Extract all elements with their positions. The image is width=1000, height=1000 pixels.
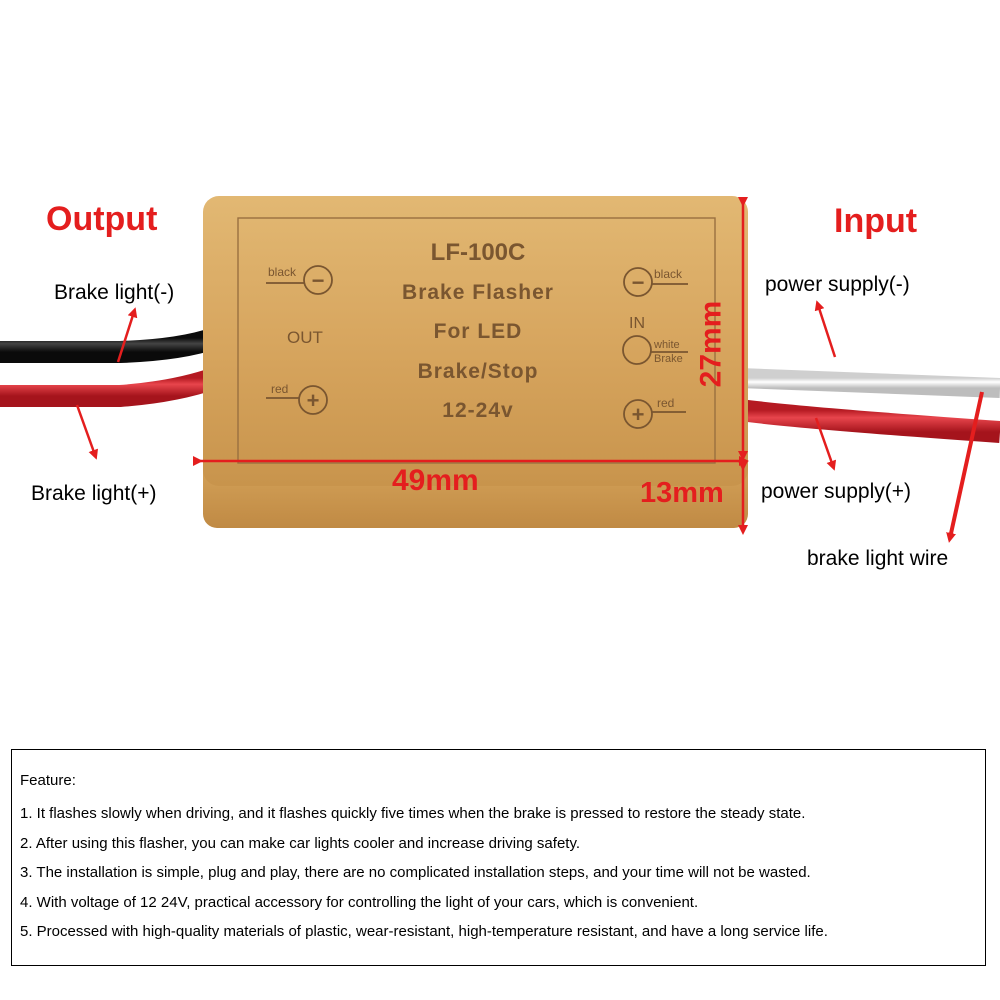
device-line3: Brake/Stop <box>418 360 539 383</box>
red-wire-left <box>0 367 219 407</box>
output-label: Output <box>46 200 158 238</box>
black-right-text: black <box>654 267 683 281</box>
red-wire-right <box>738 399 1000 443</box>
input-label: Input <box>834 202 918 240</box>
brake-light-wire-label: brake light wire <box>807 547 949 570</box>
arrow-power-supply-plus <box>814 417 837 471</box>
feature-item-5: 5. Processed with high-quality materials… <box>20 923 828 940</box>
depth-dimension-text: 13mm <box>640 477 724 509</box>
minus-symbol-right: − <box>632 270 645 295</box>
brake-light-minus-label: Brake light(-) <box>54 281 175 304</box>
device-text: LF-100C Brake Flasher For LED Brake/Stop… <box>268 239 683 427</box>
white-wire-right <box>739 368 1000 398</box>
feature-item-3: 3. The installation is simple, plug and … <box>20 864 811 881</box>
arrow-brake-light-wire <box>946 391 984 543</box>
minus-terminal-left <box>303 265 333 295</box>
arrow-brake-light-minus <box>116 307 138 363</box>
minus-symbol-left: − <box>312 268 325 293</box>
width-dimension-text: 49mm <box>392 464 479 497</box>
black-wire-left <box>0 327 219 363</box>
left-wires <box>0 327 219 407</box>
plus-symbol-left: + <box>307 388 320 413</box>
power-supply-plus-label: power supply(+) <box>761 480 911 503</box>
plus-symbol-right: + <box>632 402 645 427</box>
device-line1: Brake Flasher <box>402 281 554 304</box>
plus-terminal-right <box>623 399 653 429</box>
height-dimension-text: 27mm <box>694 300 728 388</box>
wiring-diagram: LF-100C Brake Flasher For LED Brake/Stop… <box>0 196 1000 570</box>
feature-item-1: 1. It flashes slowly when driving, and i… <box>20 805 806 822</box>
black-left-text: black <box>268 265 297 279</box>
feature-item-2: 2. After using this flasher, you can mak… <box>20 835 581 852</box>
brake-right-text: Brake <box>654 353 683 365</box>
diagram-svg: LF-100C Brake Flasher For LED Brake/Stop… <box>0 196 1000 543</box>
right-wires <box>738 341 1000 443</box>
out-text: OUT <box>287 328 323 347</box>
red-right-text: red <box>657 396 674 410</box>
device-voltage: 12-24v <box>442 399 513 422</box>
feature-box: Feature: 1. It flashes slowly when drivi… <box>11 749 986 966</box>
arrow-brake-light-plus <box>75 404 99 460</box>
minus-terminal-right <box>623 267 653 297</box>
dimension-lines <box>193 197 749 535</box>
feature-title: Feature: <box>20 772 76 789</box>
power-supply-minus-label: power supply(-) <box>765 273 910 296</box>
white-terminal-right <box>622 335 652 365</box>
white-right-text: white <box>653 339 680 351</box>
pointer-arrows <box>75 300 984 543</box>
flasher-case <box>203 196 748 528</box>
feature-item-4: 4. With voltage of 12 24V, practical acc… <box>20 894 699 911</box>
device-line2: For LED <box>434 320 523 343</box>
red-left-text: red <box>271 382 288 396</box>
arrow-power-supply-minus <box>814 300 837 358</box>
plus-terminal-left <box>298 385 328 415</box>
in-text: IN <box>629 315 645 332</box>
model-text: LF-100C <box>431 239 526 266</box>
terminal-marks <box>266 265 688 429</box>
brake-light-plus-label: Brake light(+) <box>31 482 157 505</box>
